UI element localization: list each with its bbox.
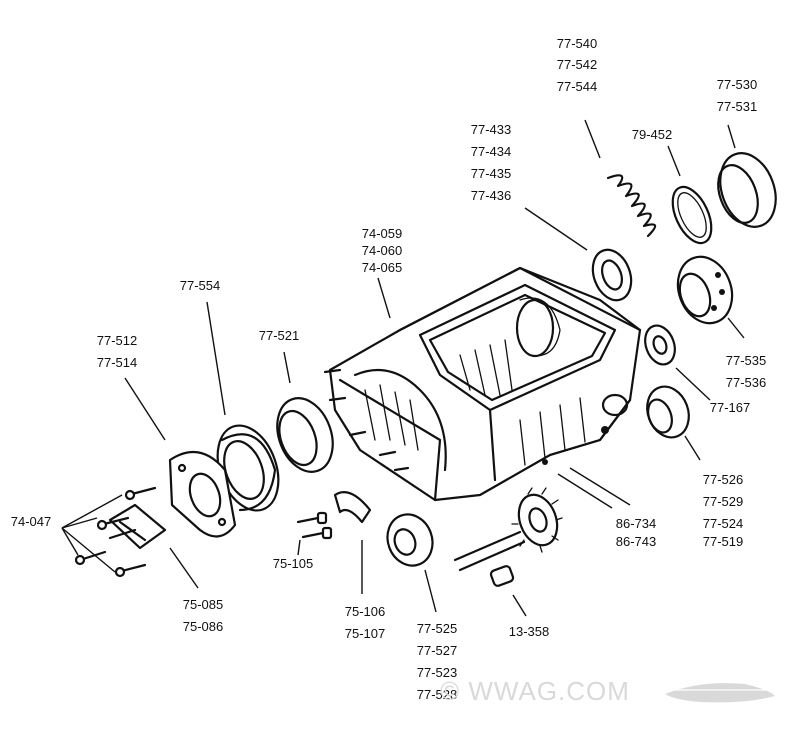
part-label-86-743: 86-743 — [615, 534, 657, 549]
part-label-77-542: 77-542 — [556, 57, 598, 72]
spring-part — [606, 174, 657, 238]
roller-bearing-part — [676, 255, 734, 325]
part-label-77-535: 77-535 — [725, 353, 767, 368]
part-label-77-167: 77-167 — [709, 400, 751, 415]
part-label-77-531: 77-531 — [716, 99, 758, 114]
part-label-74-059: 74-059 — [361, 226, 403, 241]
part-label-77-523: 77-523 — [416, 665, 458, 680]
part-label-77-521: 77-521 — [258, 328, 300, 343]
part-label-77-536: 77-536 — [725, 375, 767, 390]
part-label-77-434: 77-434 — [470, 144, 512, 159]
part-label-77-526: 77-526 — [702, 472, 744, 487]
seal-part — [591, 248, 633, 302]
part-label-74-060: 74-060 — [361, 243, 403, 258]
part-label-13-358: 13-358 — [508, 624, 550, 639]
part-label-77-540: 77-540 — [556, 36, 598, 51]
part-label-77-529: 77-529 — [702, 494, 744, 509]
part-label-86-734: 86-734 — [615, 516, 657, 531]
part-label-77-554: 77-554 — [179, 278, 221, 293]
clamp-part — [108, 503, 167, 550]
part-label-77-530: 77-530 — [716, 77, 758, 92]
part-label-77-512: 77-512 — [96, 333, 138, 348]
bolts-part — [296, 511, 333, 540]
gear-cup-part — [386, 513, 434, 567]
bracket-part — [333, 491, 372, 524]
cover-plate-part — [168, 450, 237, 538]
part-label-77-519: 77-519 — [702, 534, 744, 549]
part-label-75-085: 75-085 — [182, 597, 224, 612]
small-bushing-part — [489, 565, 515, 587]
part-label-77-528: 77-528 — [416, 687, 458, 702]
part-label-77-527: 77-527 — [416, 643, 458, 658]
watermark-text: © WWAG.COM — [440, 676, 630, 706]
part-label-77-524: 77-524 — [702, 516, 744, 531]
leader-lines — [61, 119, 745, 617]
snap-ring-part — [671, 185, 713, 245]
transmission-case — [323, 266, 642, 502]
part-label-77-525: 77-525 — [416, 621, 458, 636]
part-label-77-436: 77-436 — [470, 188, 512, 203]
part-label-74-047: 74-047 — [10, 514, 52, 529]
part-label-77-514: 77-514 — [96, 355, 138, 370]
spacer-part — [276, 397, 334, 473]
part-label-75-086: 75-086 — [182, 619, 224, 634]
part-label-75-105: 75-105 — [272, 556, 314, 571]
part-label-74-065: 74-065 — [361, 260, 403, 275]
part-label-75-107: 75-107 — [344, 626, 386, 641]
screws-part — [74, 486, 157, 578]
part-label-77-435: 77-435 — [470, 166, 512, 181]
gear-shaft-part — [453, 487, 563, 572]
bushing-part — [646, 385, 690, 439]
bearing-cup-part — [717, 152, 777, 228]
part-label-77-544: 77-544 — [556, 79, 598, 94]
thrust-washer-part — [644, 324, 676, 366]
wwag-emblem-logo — [665, 683, 775, 703]
part-label-79-452: 79-452 — [631, 127, 673, 142]
part-label-75-106: 75-106 — [344, 604, 386, 619]
part-label-77-433: 77-433 — [470, 122, 512, 137]
